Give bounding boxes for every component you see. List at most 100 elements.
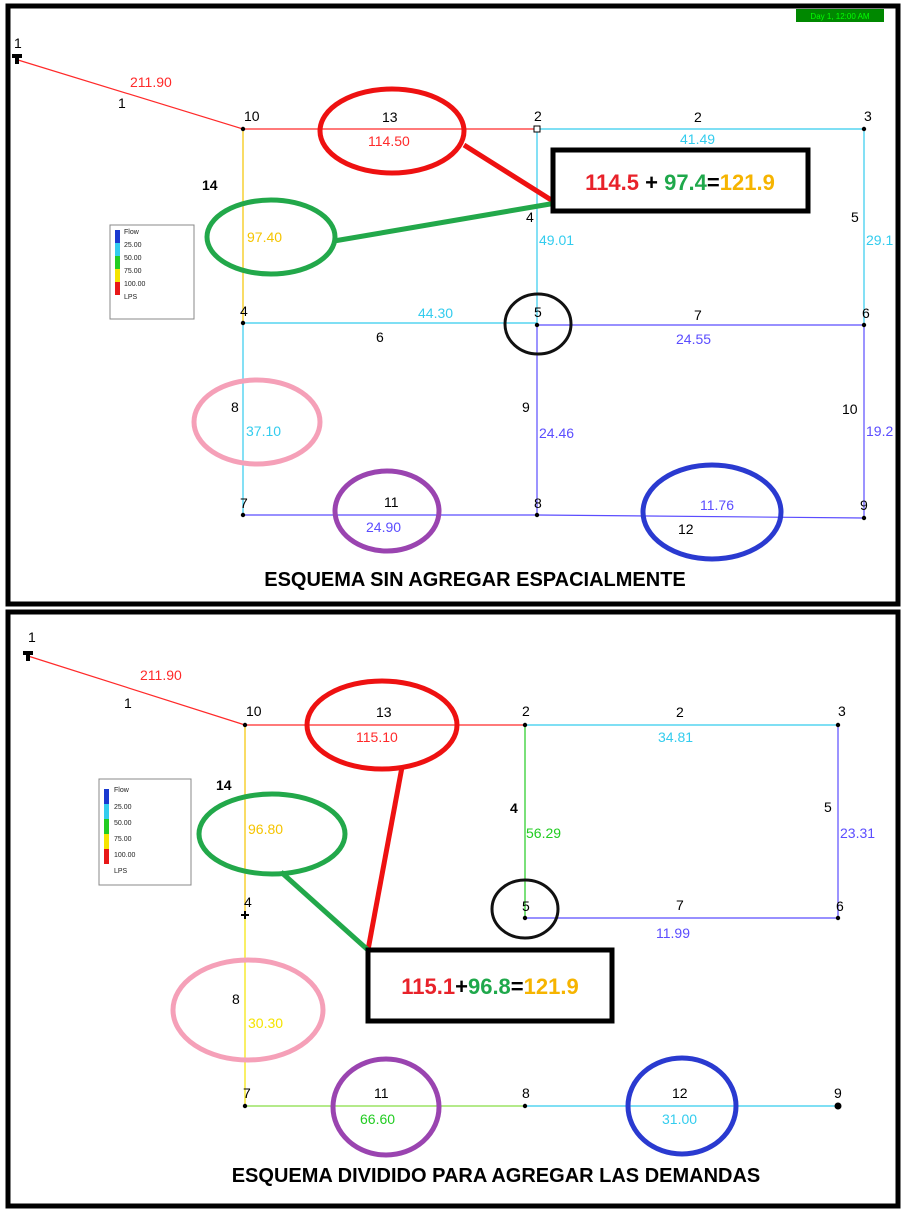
- link-id: 4: [526, 209, 534, 225]
- junction-4: [241, 911, 249, 919]
- link-id: 2: [676, 704, 684, 720]
- bottom-panel-frame: [5, 609, 901, 1209]
- reservoir-icon: [23, 651, 33, 661]
- highlight-node-5: [503, 292, 573, 356]
- bottom-caption: ESQUEMA DIVIDIDO PARA AGREGAR LAS DEMAND…: [232, 1165, 761, 1187]
- junction-7: [242, 1103, 248, 1109]
- pipe-1: [17, 59, 244, 130]
- connector-red: [462, 142, 558, 206]
- link-flow: 24.90: [366, 519, 401, 535]
- node-label: 10: [244, 108, 260, 124]
- highlight-pipe-8: [191, 377, 323, 467]
- legend-title: Flow: [124, 229, 140, 236]
- equation-equals: =: [511, 974, 524, 999]
- legend-unit: LPS: [114, 868, 128, 875]
- link-flow: 24.55: [676, 331, 711, 347]
- link-flow: 37.10: [246, 423, 281, 439]
- node-label: 7: [240, 495, 248, 511]
- status-bar: [796, 9, 884, 22]
- node-label: 7: [243, 1085, 251, 1101]
- node-label: 1: [28, 629, 36, 645]
- node-label: 4: [240, 303, 248, 319]
- junction-7: [240, 512, 246, 518]
- highlight-pipe-12: [625, 1055, 739, 1157]
- node-label: 4: [244, 894, 252, 910]
- legend-item: 25.00: [114, 804, 132, 811]
- equation-box: [365, 947, 615, 1024]
- link-flow: 24.46: [539, 425, 574, 441]
- equation-plus: +: [639, 170, 664, 195]
- link-flow: 96.80: [248, 821, 283, 837]
- link-id: 8: [231, 399, 239, 415]
- highlight-pipe-13: [304, 678, 460, 772]
- link-flow: 211.90: [140, 667, 182, 683]
- node-label: 8: [534, 495, 542, 511]
- node-label: 2: [534, 108, 542, 124]
- connector-red: [365, 766, 405, 951]
- node-label: 5: [522, 898, 530, 914]
- link-id: 1: [124, 695, 132, 711]
- node-label: 9: [860, 497, 868, 513]
- highlight-pipe-14: [204, 197, 338, 277]
- equation-plus: +: [455, 974, 468, 999]
- link-id: 4: [510, 800, 518, 816]
- junction-5: [534, 322, 540, 328]
- junction-6: [861, 322, 867, 328]
- link-id: 5: [851, 209, 859, 225]
- highlight-pipe-11: [332, 468, 442, 554]
- node-label: 10: [246, 703, 262, 719]
- legend-item: 25.00: [124, 242, 142, 249]
- link-id: 6: [376, 329, 384, 345]
- link-flow: 211.90: [130, 74, 172, 90]
- highlight-pipe-8: [170, 957, 326, 1063]
- link-flow: 23.31: [840, 825, 875, 841]
- highlight-pipe-12: [640, 462, 784, 562]
- link-flow: 66.60: [360, 1111, 395, 1127]
- link-id: 14: [202, 177, 218, 193]
- link-id: 1: [118, 95, 126, 111]
- link-id: 13: [376, 704, 392, 720]
- link-flow: 114.50: [368, 133, 410, 149]
- equation-result: 121.9: [720, 170, 775, 195]
- pipe-12: [536, 514, 865, 519]
- link-id: 8: [232, 991, 240, 1007]
- junction-8: [534, 512, 540, 518]
- link-flow: 56.29: [526, 825, 561, 841]
- equation-term-a: 114.5: [585, 170, 639, 195]
- top-caption: ESQUEMA SIN AGREGAR ESPACIALMENTE: [264, 569, 686, 591]
- highlight-pipe-14: [196, 791, 348, 877]
- link-id: 2: [694, 109, 702, 125]
- connector-green: [279, 870, 370, 952]
- legend-item: 50.00: [124, 255, 142, 262]
- junction-2: [522, 722, 528, 728]
- connector-green: [333, 200, 557, 244]
- junction-2: [533, 125, 541, 133]
- legend-item: 100.00: [124, 281, 146, 288]
- equation: 115.1+96.8=121.9: [401, 974, 578, 999]
- link-id: 14: [216, 777, 232, 793]
- junction-5: [522, 915, 528, 921]
- link-flow: 115.10: [356, 729, 398, 745]
- legend-unit: LPS: [124, 294, 138, 301]
- node-label: 3: [864, 108, 872, 124]
- link-flow: 30.30: [248, 1015, 283, 1031]
- bottom-panel: 1 10 2 3 4 5 6 7 8 9 1 211.90 13 115.10 …: [5, 609, 901, 1209]
- junction-10: [242, 722, 248, 728]
- top-panel: Day 1, 12:00 AM 1 10 2 3 4: [5, 3, 901, 607]
- junction-3: [835, 722, 841, 728]
- link-flow: 44.30: [418, 305, 453, 321]
- link-id: 7: [676, 897, 684, 913]
- link-flow: 41.49: [680, 131, 715, 147]
- legend-title: Flow: [114, 787, 130, 794]
- node-label: 3: [838, 703, 846, 719]
- node-label: 9: [834, 1085, 842, 1101]
- equation-box: [550, 147, 811, 214]
- link-flow: 11.76: [700, 497, 734, 513]
- junction-9: [834, 1102, 842, 1110]
- legend-item: 75.00: [114, 836, 132, 843]
- link-id: 12: [672, 1085, 688, 1101]
- link-flow: 49.01: [539, 232, 574, 248]
- node-label: 2: [522, 703, 530, 719]
- node-label: 5: [534, 304, 542, 320]
